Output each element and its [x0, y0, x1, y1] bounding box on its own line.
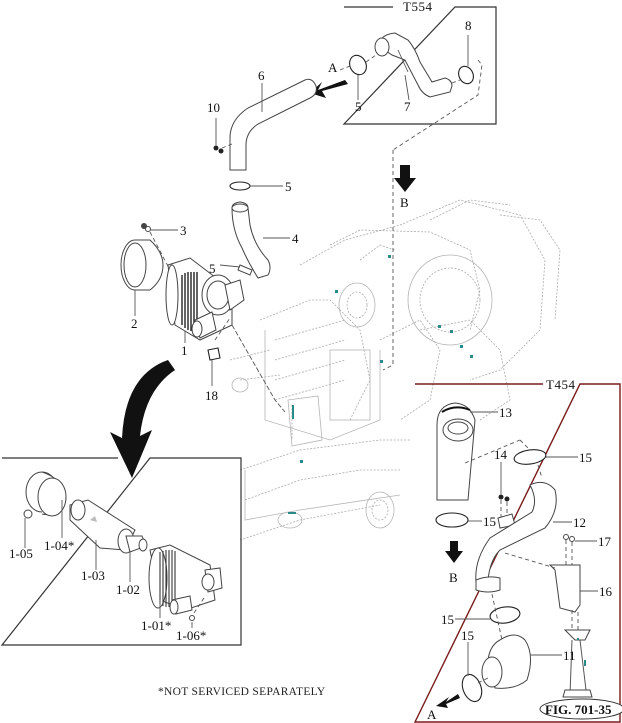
t454-callout-13: 13: [499, 405, 512, 420]
air-cleaner-1: [165, 257, 245, 343]
callout-10: 10: [207, 100, 220, 115]
callout-6: 6: [258, 68, 265, 83]
callout-4: 4: [292, 231, 299, 246]
callout-5-sensor: 5: [209, 261, 216, 276]
inset-t554: T554 5 7 8: [339, 0, 497, 125]
detail-callout-1-03: 1-03: [81, 568, 105, 583]
t454-callout-15c: 15: [441, 612, 454, 627]
inset-t554-title: T554: [403, 0, 432, 14]
callout-18: 18: [205, 388, 218, 403]
callout-5-upper: 5: [285, 179, 292, 194]
t454-callout-12: 12: [573, 515, 586, 530]
hose-4: [231, 201, 271, 279]
t454-callout-17: 17: [598, 534, 612, 549]
t554-callout-7: 7: [404, 99, 411, 114]
engine-assembly-drawing: [229, 199, 561, 541]
t454-callout-15a: 15: [579, 450, 592, 465]
detail-callout-1-05: 1-05: [9, 546, 33, 561]
detail-callout-1-02: 1-02: [116, 582, 140, 597]
centerline-t554: [392, 59, 483, 151]
arrow-a-label: A: [328, 60, 338, 75]
detail-callout-1-04: 1-04*: [44, 538, 74, 553]
t454-callout-16: 16: [599, 584, 613, 599]
footnote-not-serviced: *NOT SERVICED SEPARATELY: [158, 686, 326, 698]
t454-callout-15d: 15: [461, 628, 474, 643]
figure-id-label: FIG. 701-35: [545, 702, 612, 717]
inset-t454: T454 13 14 15 15 12: [413, 377, 622, 723]
t454-arrow-b-label: B: [449, 570, 458, 585]
centerline-b: [382, 150, 394, 371]
inset-air-cleaner-detail: 1-05 1-04* 1-03 1-02 1-01*: [0, 457, 242, 646]
detail-pointer-arrow: [110, 360, 175, 478]
callout-3: 3: [180, 223, 187, 238]
valve-18: [207, 317, 231, 386]
inset-t454-title: T454: [546, 377, 575, 392]
view-arrow-a-main: A: [310, 60, 348, 98]
t454-callout-11: 11: [563, 648, 576, 663]
arrow-b-label: B: [400, 195, 409, 210]
band-2: [120, 239, 164, 316]
clamp-5-upper: [229, 181, 251, 191]
detail-callout-1-06: 1-06*: [176, 628, 206, 643]
screw-3: [141, 223, 178, 232]
bolts-10: [213, 118, 233, 154]
t454-callout-15b: 15: [483, 514, 496, 529]
t454-arrow-a-label: A: [427, 707, 437, 722]
callout-1: 1: [181, 343, 188, 358]
sensor-5: [219, 264, 253, 276]
t554-callout-5: 5: [355, 99, 362, 114]
t554-callout-8: 8: [465, 18, 472, 33]
t454-callout-14: 14: [494, 447, 508, 462]
hose-6: [229, 78, 317, 171]
detail-callout-1-01: 1-01*: [141, 618, 171, 633]
callout-2: 2: [131, 316, 138, 331]
view-arrow-b-main: B: [394, 165, 416, 210]
